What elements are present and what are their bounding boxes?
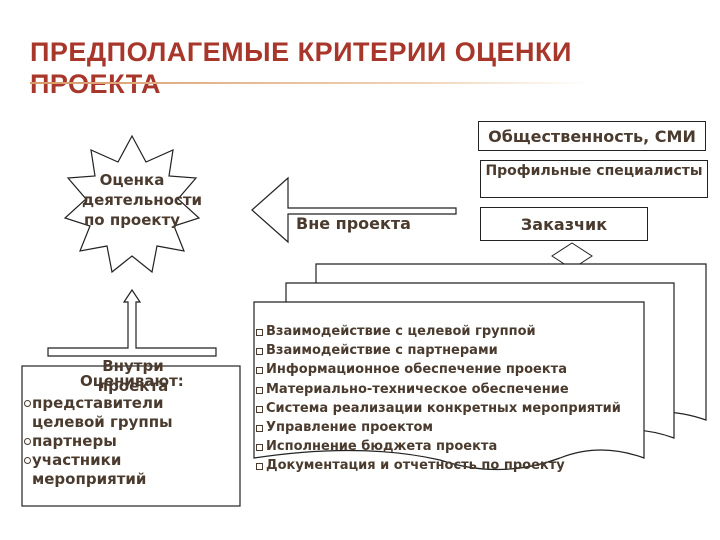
evaluators-heading: Оценивают: [80,372,184,390]
list-item: Документация и отчетность по проекту [256,456,646,475]
list-item: Система реализации конкретных мероприяти… [256,399,646,418]
list-item: Управление проектом [256,418,646,437]
list-item: Взаимодействие с партнерами [256,341,646,360]
inside-project-label: Внутри проекта [97,357,169,395]
evaluators-box-shape [21,365,241,507]
list-item: Материально-техническое обеспечение [256,380,646,399]
list-item: Исполнение бюджета проекта [256,437,646,456]
list-item: Взаимодействие с целевой группой [256,322,646,341]
title-underline [30,82,590,84]
box-specialists: Профильные специалисты [480,160,708,198]
box-client: Заказчик [480,207,648,241]
page-title: ПРЕДПОЛАГЕМЫЕ КРИТЕРИИ ОЦЕНКИ ПРОЕКТА [30,37,572,99]
list-item: мероприятий [32,470,147,488]
evaluators-list: представители целевой группы партнеры уч… [24,394,233,489]
list-item: целевой группы [32,413,173,431]
inside-arrow [47,288,217,357]
evaluation-star-shape [63,134,201,274]
list-item: Информационное обеспечение проекта [256,360,646,379]
criteria-list: Взаимодействие с целевой группой Взаимод… [256,322,646,476]
outside-project-label: Вне проекта [296,214,411,233]
outside-arrow [251,176,457,244]
box-public-media: Общественность, СМИ [478,121,706,151]
list-item: партнеры [24,432,233,451]
list-item: участники [24,451,233,470]
document-front [253,301,645,471]
evaluation-label: Оценка деятельности по проекту [82,171,203,229]
list-item: представители [24,394,233,413]
